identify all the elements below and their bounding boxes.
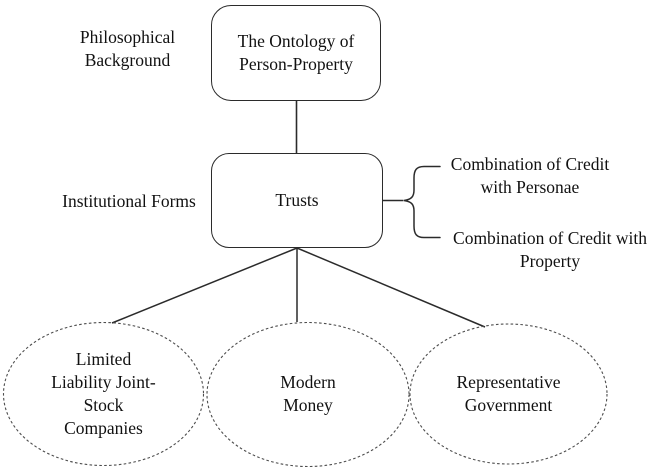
node-trusts: Trusts xyxy=(211,153,383,248)
ellipse-label-modern-money: Modern Money xyxy=(280,372,336,415)
institutional-forms-label: Institutional Forms xyxy=(62,191,196,211)
curly-brace xyxy=(403,165,441,239)
connector-trusts-to-companies xyxy=(111,247,298,324)
ellipse-government xyxy=(409,323,608,465)
brace-item-credit-with-personae: Combination of Credit with Personae xyxy=(450,154,610,197)
philosophical-background-label: Philosophical Background xyxy=(79,27,176,70)
ellipse-label-representative-government: Representative Government xyxy=(456,372,561,415)
ellipse-companies xyxy=(2,321,205,467)
connector-trusts-to-government xyxy=(296,247,486,328)
node-ontology-of-person-property: The Ontology of Person-Property xyxy=(211,5,381,101)
ellipse-label-limited-liability-companies: Limited Liability Joint- Stock Companies xyxy=(51,349,156,438)
brace-item-credit-with-property: Combination of Credit with Property xyxy=(453,228,647,271)
ellipse-money xyxy=(206,321,410,468)
